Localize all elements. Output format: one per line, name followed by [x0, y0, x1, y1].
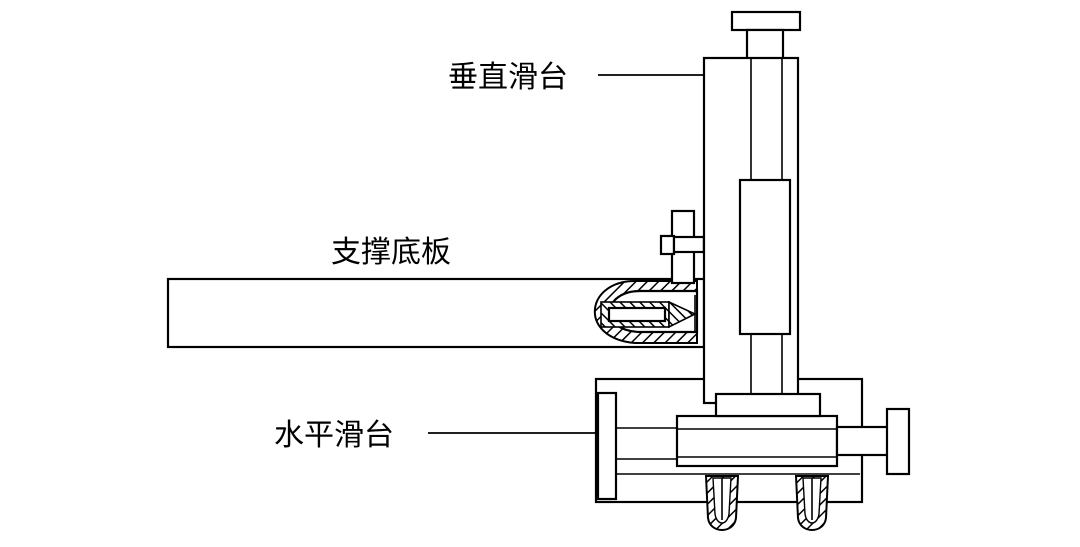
plate-clamp [593, 280, 699, 344]
label-vertical-slide: 垂直滑台 [448, 60, 568, 95]
foot-right [794, 475, 830, 531]
foot-left [704, 475, 740, 531]
label-horizontal-slide: 水平滑台 [274, 418, 394, 453]
label-support-plate: 支撑底板 [331, 235, 451, 270]
vertical-slide [702, 10, 822, 418]
mounting-bracket [659, 209, 721, 285]
